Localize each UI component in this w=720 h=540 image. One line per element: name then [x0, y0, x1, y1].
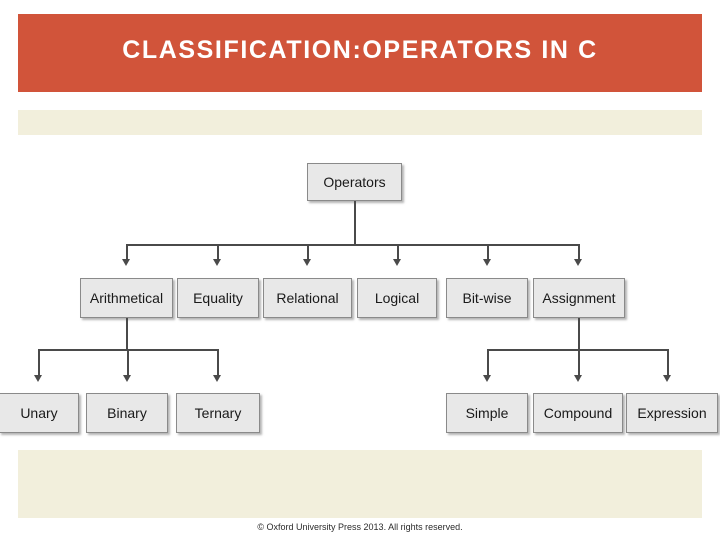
arrow-logical — [393, 259, 401, 266]
node-unary: Unary — [0, 393, 79, 433]
connector-drop-assignment — [578, 244, 580, 261]
arrow-unary — [34, 375, 42, 382]
connector-drop-arithmetical — [126, 244, 128, 261]
copyright-footer: © Oxford University Press 2013. All righ… — [257, 522, 463, 532]
node-label: Simple — [465, 405, 509, 421]
connector-drop-relational — [307, 244, 309, 261]
node-label: Equality — [193, 290, 243, 306]
panel-top — [18, 110, 702, 135]
page-title: CLASSIFICATION:OPERATORS IN C — [122, 35, 598, 64]
node-label: Bit-wise — [462, 290, 512, 306]
node-label: Unary — [20, 405, 58, 421]
node-bitwise: Bit-wise — [446, 278, 528, 318]
connector-level2-bus — [126, 244, 578, 246]
arrow-expression — [663, 375, 671, 382]
arrow-relational — [303, 259, 311, 266]
node-label: Logical — [374, 290, 420, 306]
node-logical: Logical — [357, 278, 437, 318]
arrow-simple — [483, 375, 491, 382]
connector-drop-simple — [487, 349, 489, 377]
node-compound: Compound — [533, 393, 623, 433]
arrow-compound — [574, 375, 582, 382]
node-expression: Expression — [626, 393, 718, 433]
node-relational: Relational — [263, 278, 352, 318]
connector-drop-expression — [667, 349, 669, 377]
panel-bottom — [18, 450, 702, 518]
arrow-assignment — [574, 259, 582, 266]
node-label: Assignment — [542, 290, 616, 306]
connector-drop-ternary — [217, 349, 219, 377]
connector-drop-bitwise — [487, 244, 489, 261]
node-ternary: Ternary — [176, 393, 260, 433]
node-binary: Binary — [86, 393, 168, 433]
node-simple: Simple — [446, 393, 528, 433]
arrow-ternary — [213, 375, 221, 382]
node-label: Binary — [107, 405, 147, 421]
node-assignment: Assignment — [533, 278, 625, 318]
connector-drop-equality — [217, 244, 219, 261]
arrow-arithmetical — [122, 259, 130, 266]
connector-root-stem — [354, 201, 356, 245]
connector-drop-binary — [127, 349, 129, 377]
connector-level3-right-bus — [487, 349, 667, 351]
operators-tree-diagram: Operators Arithmetical Equality Relation… — [0, 135, 720, 455]
node-label: Ternary — [194, 405, 242, 421]
arrow-bitwise — [483, 259, 491, 266]
node-arithmetical: Arithmetical — [80, 278, 173, 318]
node-equality: Equality — [177, 278, 259, 318]
arrow-equality — [213, 259, 221, 266]
node-label: Expression — [637, 405, 707, 421]
node-label: Operators — [323, 174, 386, 190]
header-bar: CLASSIFICATION:OPERATORS IN C — [18, 14, 702, 92]
connector-assignment-stem — [578, 318, 580, 350]
connector-arithmetical-stem — [126, 318, 128, 350]
node-label: Arithmetical — [89, 290, 164, 306]
arrow-binary — [123, 375, 131, 382]
connector-drop-compound — [578, 349, 580, 377]
node-operators: Operators — [307, 163, 402, 201]
connector-drop-unary — [38, 349, 40, 377]
node-label: Compound — [543, 405, 613, 421]
connector-drop-logical — [397, 244, 399, 261]
node-label: Relational — [276, 290, 339, 306]
